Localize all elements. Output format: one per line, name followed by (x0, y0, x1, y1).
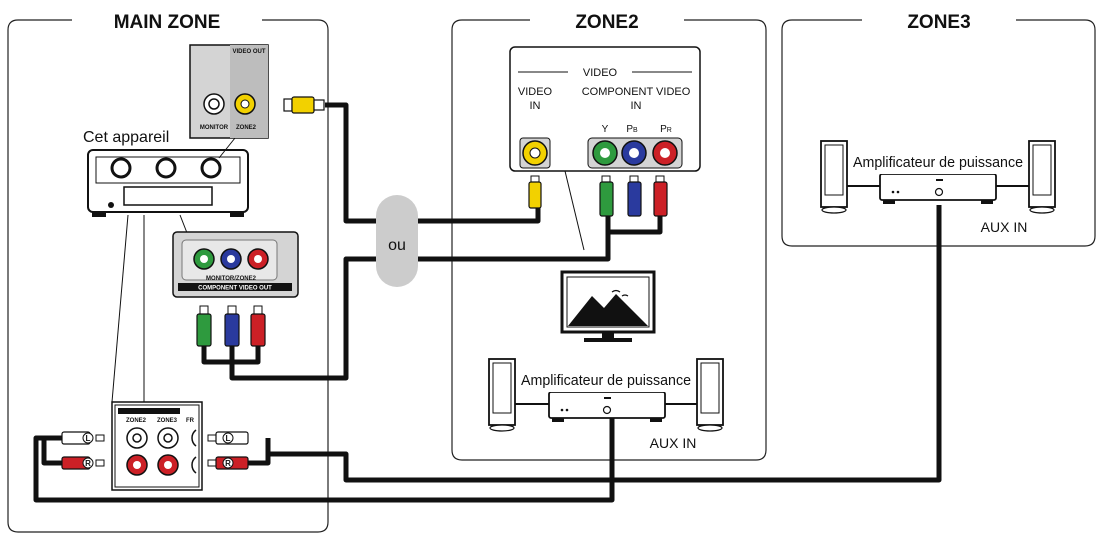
tv-input-panel: VIDEO VIDEO IN COMPONENT VIDEO IN Y PB P… (509, 46, 701, 251)
video-in-label-1: VIDEO (518, 86, 553, 98)
component-plugs-main (196, 305, 266, 347)
component-video-out-panel: MONITOR/ZONE2 COMPONENT VIDEO OUT (172, 231, 299, 298)
plug-left-r: R (85, 459, 91, 468)
zone3-amplifier-setup: Amplificateur de puissance AUX IN (820, 140, 1056, 235)
component-cable-zone2 (608, 215, 663, 235)
zone2-video-label: ZONE2 (236, 125, 257, 131)
zone2-speaker-right-icon (696, 358, 724, 432)
plug-left-l: L (86, 434, 91, 443)
component-in-label-2: IN (631, 100, 642, 112)
plug-right-r: R (225, 459, 231, 468)
component-plugs-zone2 (599, 175, 668, 217)
leader-lines (111, 137, 236, 403)
zone2-frame: ZONE2 (451, 12, 767, 461)
y-label: Y (602, 124, 609, 135)
zone3-amplifier-label: Amplificateur de puissance (853, 154, 1023, 171)
zone3-title: ZONE3 (907, 12, 970, 33)
component-panel-label-2: COMPONENT VIDEO OUT (198, 286, 272, 292)
audio-zone3-label: ZONE3 (157, 418, 178, 424)
or-pill: ou (376, 195, 418, 287)
main-zone-frame: MAIN ZONE (7, 12, 329, 533)
tv-icon (560, 270, 656, 342)
audio-fr-label: FR (186, 418, 195, 424)
composite-plug-main (283, 96, 325, 114)
video-out-panel: VIDEO OUT MONITOR ZONE2 (189, 44, 269, 139)
audio-out-panel: ZONE2 ZONE3 FR (111, 401, 203, 491)
pr-label: PR (660, 124, 672, 135)
zone2-amplifier-setup: Amplificateur de puissance AUX IN (488, 358, 724, 451)
zone2-amplifier-label: Amplificateur de puissance (521, 372, 691, 389)
pb-label: PB (626, 124, 638, 135)
zone3-aux-in-label: AUX IN (981, 219, 1028, 235)
zone2-aux-in-label: AUX IN (650, 435, 697, 451)
zone2-amplifier-icon (548, 391, 666, 422)
plug-right-l: L (226, 434, 231, 443)
cables (33, 102, 942, 503)
or-label: ou (388, 237, 406, 254)
zone3-amplifier-icon (879, 173, 997, 204)
composite-video-cable (325, 102, 541, 224)
zone2-speaker-left-icon (488, 358, 516, 432)
video-in-label-2: IN (530, 100, 541, 112)
component-in-label-1: COMPONENT VIDEO (582, 86, 691, 98)
audio-plugs-left: L R (61, 431, 105, 470)
component-cable-main (201, 215, 611, 381)
zone3-speaker-right-icon (1028, 140, 1056, 214)
audio-plugs-right: L R (207, 431, 249, 470)
composite-plug-zone2 (528, 175, 542, 209)
main-zone-title: MAIN ZONE (114, 12, 221, 33)
zone3-speaker-left-icon (820, 140, 848, 214)
receiver-unit: Cet appareil (83, 129, 249, 217)
zone2-title: ZONE2 (575, 12, 638, 33)
video-out-header: VIDEO OUT (232, 49, 265, 55)
component-panel-label-1: MONITOR/ZONE2 (206, 276, 257, 282)
monitor-label: MONITOR (200, 125, 229, 131)
audio-zone2-label: ZONE2 (126, 418, 147, 424)
video-group-label: VIDEO (583, 67, 618, 79)
device-label: Cet appareil (83, 129, 169, 146)
